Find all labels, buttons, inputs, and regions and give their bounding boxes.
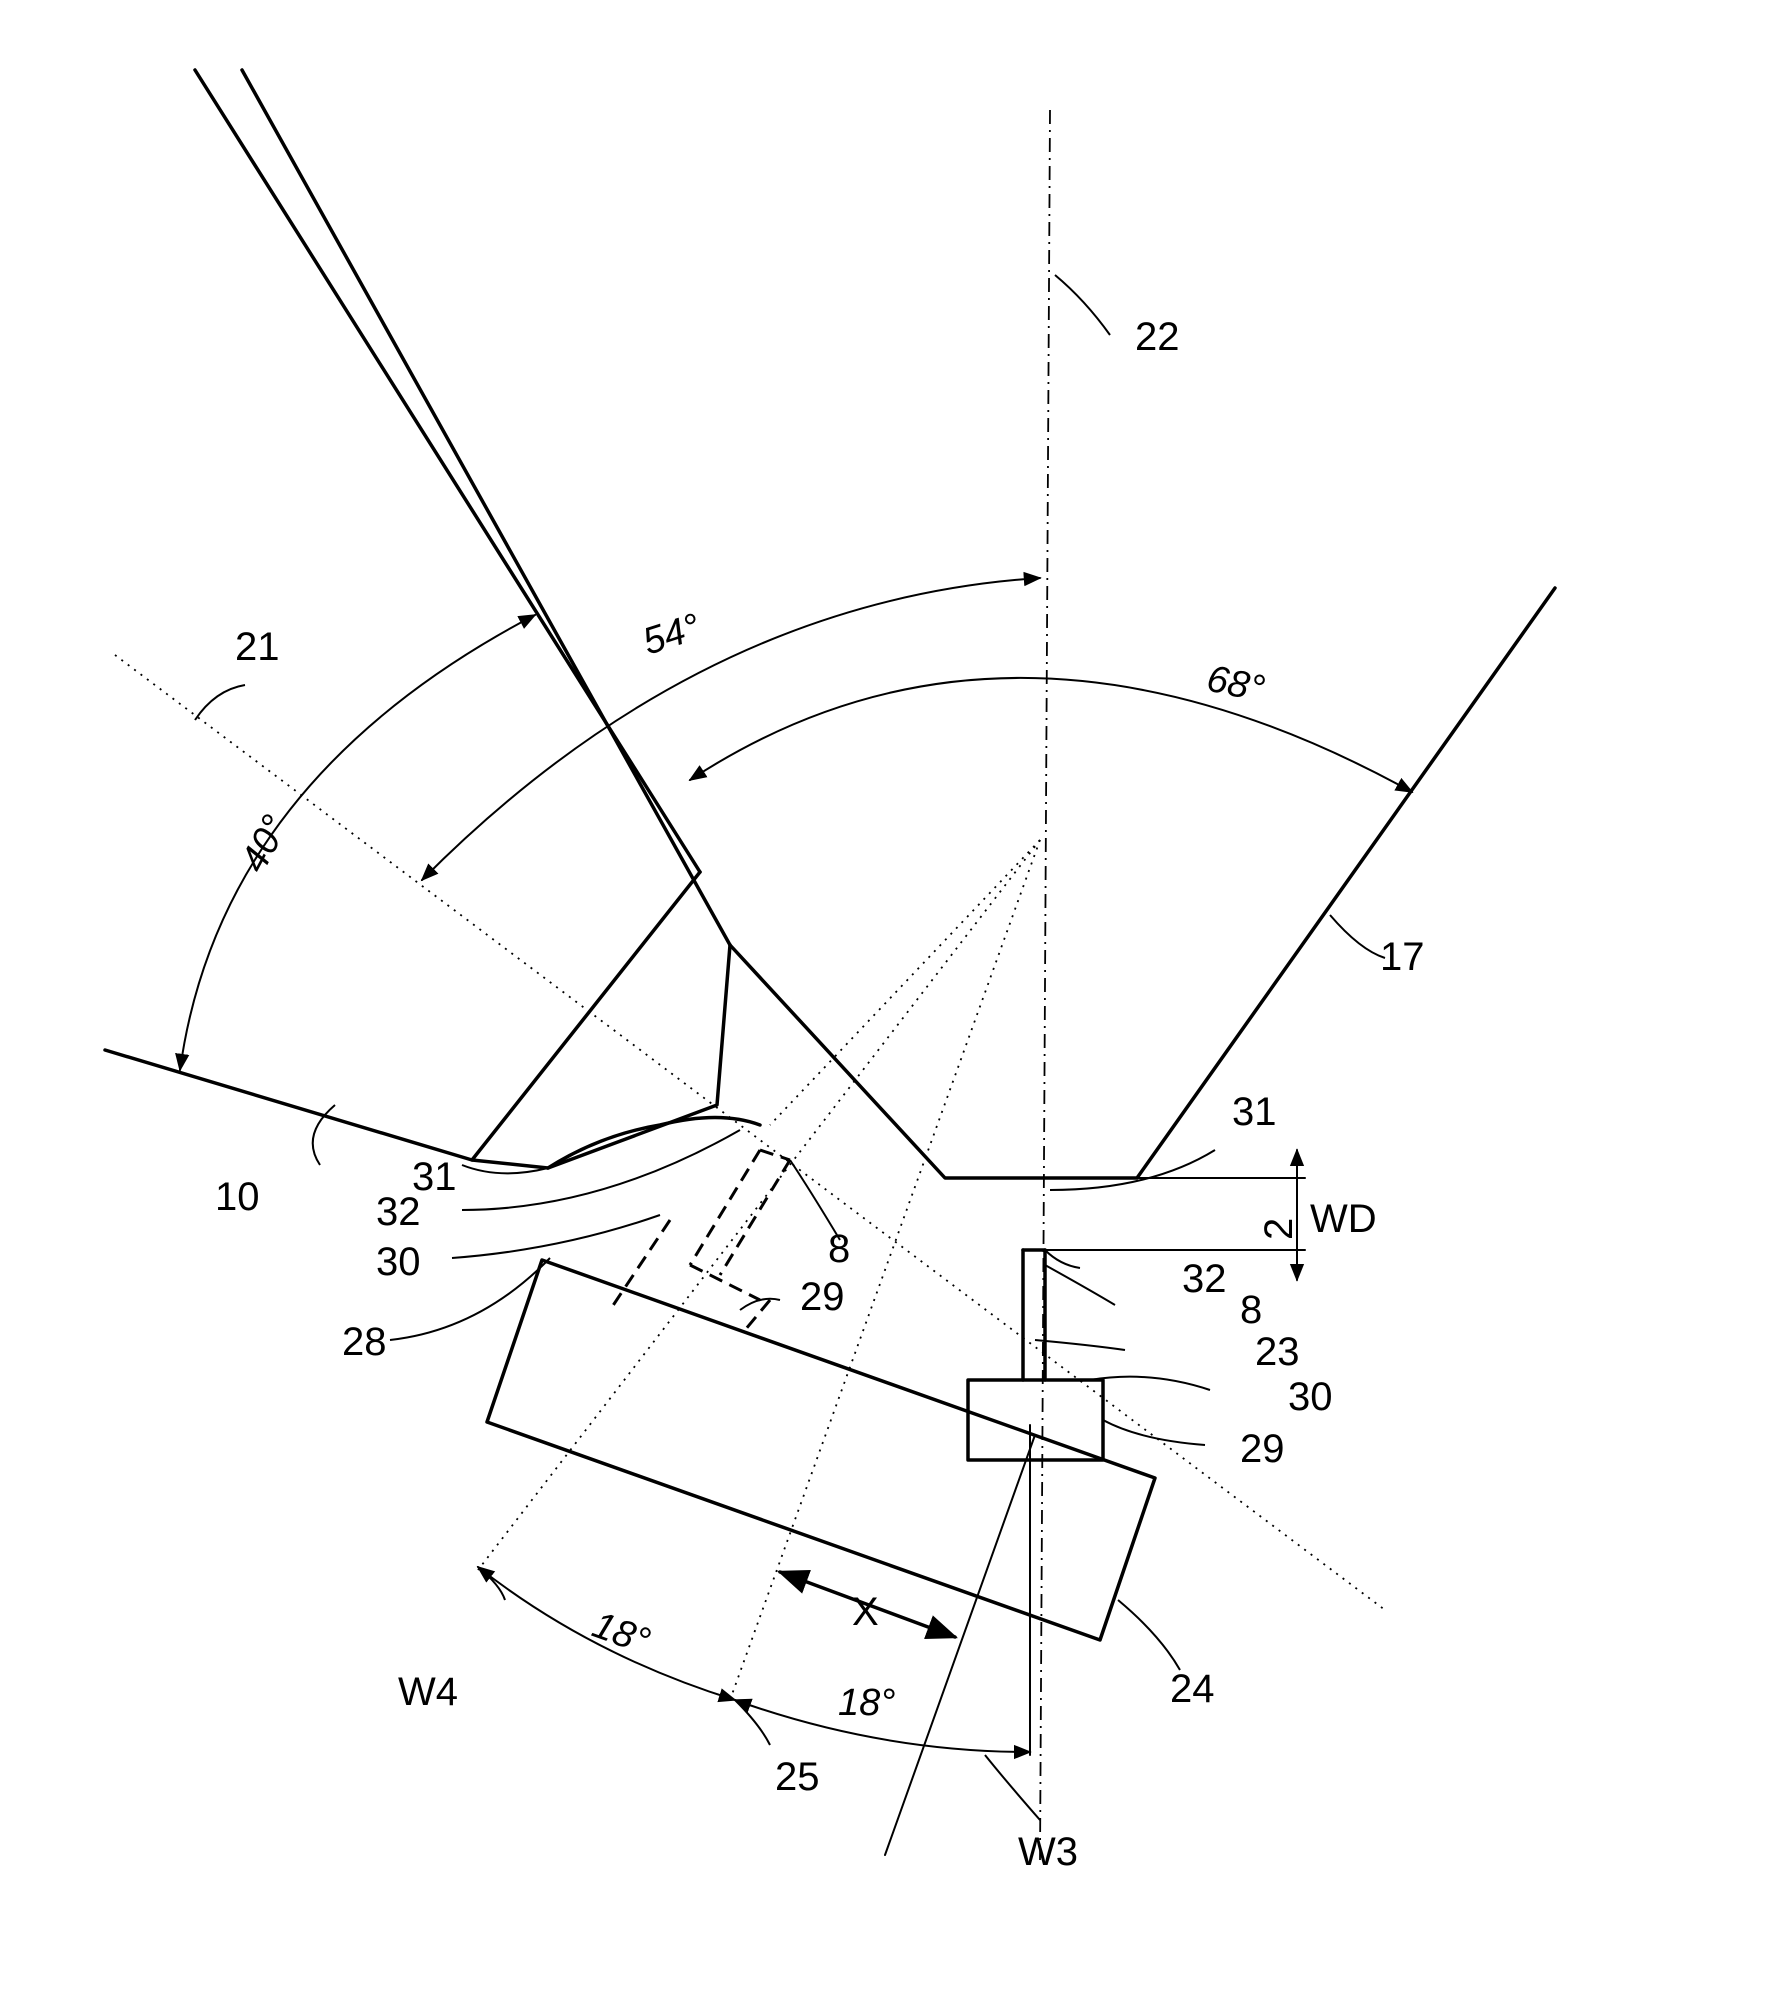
label-24: 24: [1170, 1667, 1215, 1711]
label-8-left: 8: [828, 1227, 850, 1271]
label-17: 17: [1380, 935, 1425, 979]
label-21: 21: [235, 625, 280, 669]
axis-21: [115, 655, 1385, 1610]
arc-54: [422, 578, 1040, 880]
label-22: 22: [1135, 315, 1180, 359]
label-25: 25: [775, 1755, 820, 1799]
label-w4: W4: [398, 1670, 458, 1714]
arc-68: [690, 678, 1412, 792]
angle-18-left: 18°: [587, 1604, 655, 1663]
label-dim-2: 2: [1257, 1218, 1301, 1240]
label-32-left: 32: [376, 1190, 421, 1234]
leaders: [195, 275, 1385, 1820]
label-30-right: 30: [1288, 1375, 1333, 1419]
axis-22: [1040, 110, 1050, 1860]
label-29-left: 29: [800, 1275, 845, 1319]
label-8-right: 8: [1240, 1288, 1262, 1332]
line-24-oblique: [885, 1435, 1035, 1855]
substrate-24: [487, 1150, 1155, 1640]
label-23: 23: [1255, 1330, 1300, 1374]
arc-40: [180, 615, 535, 1070]
label-28: 28: [342, 1320, 387, 1364]
label-10: 10: [215, 1175, 260, 1219]
label-31-right: 31: [1232, 1090, 1277, 1134]
label-wd: WD: [1310, 1197, 1377, 1241]
nozzle-body-17: [730, 588, 1555, 1178]
angle-18-right: 18°: [838, 1682, 895, 1724]
label-w3: W3: [1018, 1830, 1078, 1874]
ray-left: [770, 840, 1040, 1125]
ray-w4: [478, 840, 1040, 1570]
ray-25: [730, 840, 1040, 1700]
label-29-right: 29: [1240, 1427, 1285, 1471]
angle-40: 40°: [233, 809, 297, 879]
label-30-left: 30: [376, 1240, 421, 1284]
label-32-right: 32: [1182, 1257, 1227, 1301]
angle-54: 54°: [638, 606, 706, 664]
angle-68: 68°: [1203, 658, 1268, 711]
label-x: X: [852, 1590, 879, 1634]
